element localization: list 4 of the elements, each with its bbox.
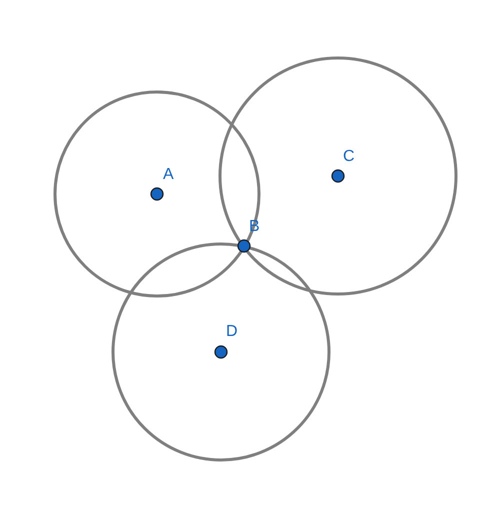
point-label: C (343, 149, 355, 165)
point-label: B (249, 219, 260, 235)
point-label: D (226, 324, 238, 340)
point-label: A (163, 167, 174, 183)
